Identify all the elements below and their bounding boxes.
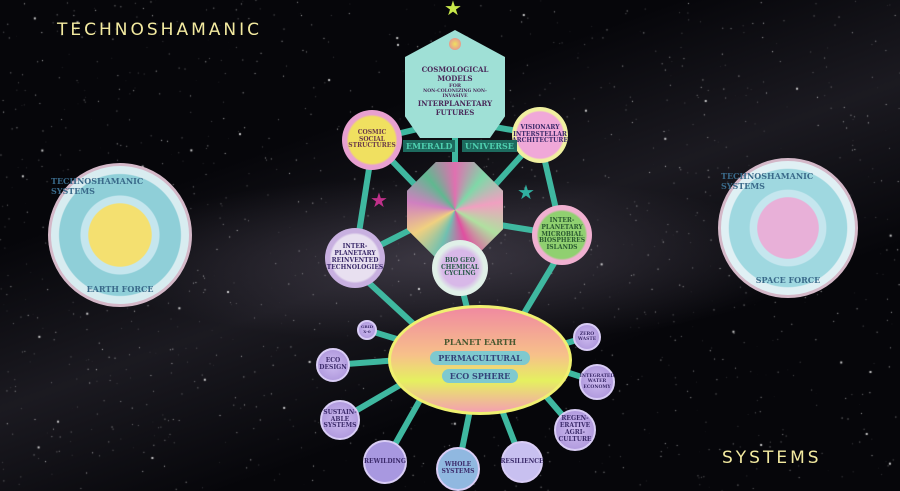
emblem-top-text: Technoshamanic Systems <box>51 176 144 196</box>
node-zero-waste: Zero Waste <box>573 323 601 351</box>
emblem-earth-force: Technoshamanic SystemsEarth Force <box>48 163 192 307</box>
line: Interplanetary <box>417 99 493 108</box>
sun-icon <box>449 38 461 50</box>
eco-sphere-label: Eco Sphere <box>441 369 519 383</box>
line: Cosmological <box>421 65 489 74</box>
planet-earth-label: Planet Earth <box>443 337 517 347</box>
node-microbial-biospheres: Inter-Planetary Microbial Biospheres Isl… <box>532 205 592 265</box>
star-icon: ★ <box>444 0 462 20</box>
planet-earth-node: Planet Earth Permacultural Eco Sphere <box>388 305 572 415</box>
node-biogeochemical-cycling: Bio Geo Chemical Cycling <box>432 240 488 296</box>
emblem-space-force: Technoshamanic SystemsSpace Force <box>718 158 858 298</box>
node-sustainable-systems: Sustain-able Systems <box>320 400 360 440</box>
star-icon: ★ <box>517 180 535 204</box>
star-icon: ★ <box>370 188 388 212</box>
line: Models <box>437 74 473 83</box>
node-integrated-water-economy: Integrated Water Economy <box>579 364 615 400</box>
permacultural-label: Permacultural <box>430 351 530 365</box>
line: for <box>448 83 462 89</box>
node-rewilding: Rewilding <box>363 440 407 484</box>
emblem-bottom-text: Earth Force <box>86 284 154 294</box>
emblem-top-text: Technoshamanic Systems <box>721 171 814 191</box>
node-reinvented-technologies: Inter-Planetary Reinvented Technologies <box>325 228 385 288</box>
title-right: SYSTEMS <box>722 448 822 468</box>
emerald-label: Emerald <box>403 140 456 152</box>
node-resilience: Resilience <box>500 441 544 483</box>
universe-label: Universe <box>462 140 517 152</box>
node-regenerative-agriculture: Regen-erative Agri-culture <box>554 409 596 451</box>
line: Futures <box>435 108 475 117</box>
node-cosmic-social-structures: Cosmic Social Structures <box>342 110 402 170</box>
emblem-bottom-text: Space Force <box>755 275 821 285</box>
node-grid: Grid X-0 <box>357 320 377 340</box>
node-visionary-architecture: Visionary Interstellar Architecture <box>512 107 568 163</box>
node-whole-systems: Whole Systems <box>436 447 480 491</box>
line: Non-Colonizing Non-Invasive <box>423 89 487 99</box>
title-left: TECHNOSHAMANIC <box>57 20 262 40</box>
node-eco-design: Eco Design <box>316 348 350 382</box>
